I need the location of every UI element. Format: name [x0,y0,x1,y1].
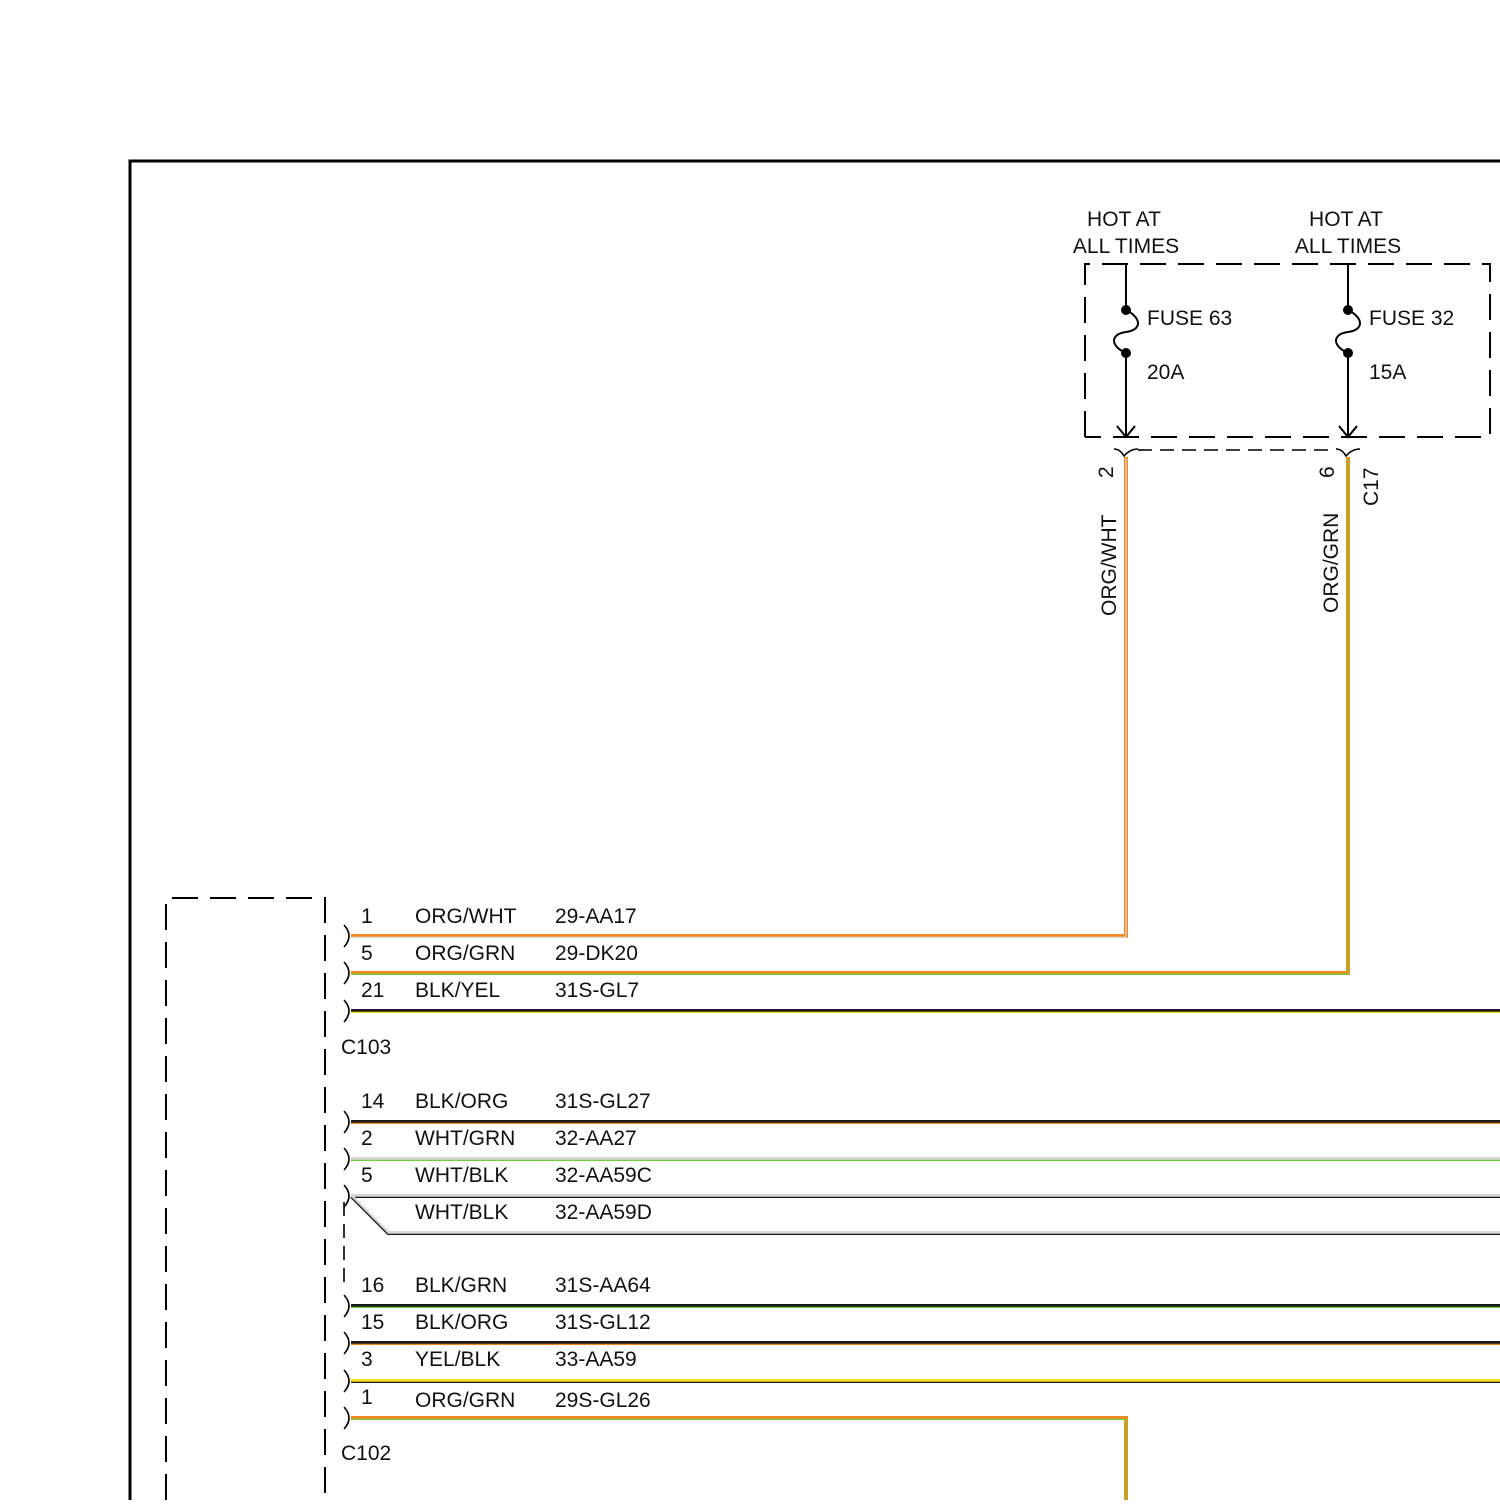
c103-pin-5-symbol [344,962,349,984]
pin-symbol-group [344,925,349,1429]
wire-29s-gl26 [351,1418,1126,1500]
fuse-63-element-icon [1114,310,1138,353]
c17-pin-2-symbol [1114,449,1138,456]
wire-circuit: 32-AA27 [555,1127,637,1150]
component-box-outline [166,898,325,1500]
c17-pin-6-label: 6 [1316,466,1339,478]
wire-color: BLK/GRN [415,1274,507,1297]
fuse-63-wire-color-label: ORG/WHT [1098,514,1121,616]
wire-pin: 15 [361,1311,384,1334]
wire-tracer-stripe [351,1419,1126,1500]
wire-circuit: 33-AA59 [555,1348,637,1371]
c102-pin-2-symbol [344,1148,349,1170]
wire-pin: 5 [361,1164,373,1187]
wire-circuit: 31S-GL7 [555,979,639,1002]
fuse-32-name: FUSE 32 [1369,307,1454,330]
fuse-32-element-icon [1336,310,1360,353]
fuse-63-hot-line1: HOT AT [1087,208,1161,231]
wire-tracer-stripe [351,1197,1500,1234]
c17-label: C17 [1360,467,1383,506]
c102-pin-16-symbol [344,1295,349,1317]
fuse-32-hot-line2: ALL TIMES [1295,235,1401,258]
diagram-frame [130,161,1500,1500]
c103-pin-1-symbol [344,925,349,947]
fuse-63: HOT AT ALL TIMES FUSE 63 20A [1073,208,1232,437]
wire-29-aa17 [351,457,1126,936]
wire-29-dk20 [351,457,1348,973]
c103-wire-labels: 1 ORG/WHT 29-AA17 5 ORG/GRN 29-DK20 21 B… [341,905,639,1059]
c102-pin-14-symbol [344,1111,349,1133]
wire-color: YEL/BLK [415,1348,500,1371]
c17-pin-2-label: 2 [1095,466,1118,478]
wire-circuit: 29S-GL26 [555,1389,651,1412]
wire-circuit: 31S-GL12 [555,1311,651,1334]
wire-pin: 1 [361,1386,373,1409]
fuse-32-rating: 15A [1369,361,1406,384]
connector-c17: 2 6 C17 [1095,449,1383,506]
wire-circuit: 29-DK20 [555,942,638,965]
fuse-63-hot-line2: ALL TIMES [1073,235,1179,258]
c102-pin-1-symbol [344,1407,349,1429]
wire-color: ORG/GRN [415,942,515,965]
fuse-32-wire-color-label: ORG/GRN [1320,513,1343,613]
c102-wire-labels: 14 BLK/ORG 31S-GL27 2 WHT/GRN 32-AA27 5 … [341,1090,652,1465]
wire-pin: 14 [361,1090,385,1113]
wire-circuit: 31S-AA64 [555,1274,651,1297]
wire-color: ORG/GRN [415,1389,515,1412]
wire-color: BLK/ORG [415,1311,508,1334]
wire-circuit: 31S-GL27 [555,1090,651,1113]
wire-pin: 21 [361,979,384,1002]
wire-color: WHT/BLK [415,1164,508,1187]
wire-pin: 2 [361,1127,373,1150]
wire-pin: 1 [361,905,373,928]
fuse-32-hot-line1: HOT AT [1309,208,1383,231]
wire-color: WHT/BLK [415,1201,508,1224]
wire-circuit: 32-AA59D [555,1201,652,1224]
wire-circuit: 29-AA17 [555,905,637,928]
connector-c103-label: C103 [341,1036,391,1059]
fuse-box-outline [1085,264,1490,437]
connector-c102-label: C102 [341,1442,391,1465]
fuse-32: HOT AT ALL TIMES FUSE 32 15A [1295,208,1454,437]
wire-pin: 3 [361,1348,373,1371]
wire-tracer-stripe [351,458,1348,974]
wire-color: BLK/YEL [415,979,500,1002]
wire-color: WHT/GRN [415,1127,515,1150]
wire-pin: 16 [361,1274,384,1297]
wire-color: BLK/ORG [415,1090,508,1113]
fuse-63-rating: 20A [1147,361,1184,384]
wire-circuit: 32-AA59C [555,1164,652,1187]
c102-pin-3-symbol [344,1370,349,1392]
c17-pin-6-symbol [1336,449,1360,456]
wire-32-aa59d [351,1196,1500,1233]
wire-tracer-stripe [351,458,1126,937]
fuse-63-name: FUSE 63 [1147,307,1232,330]
wire-color: ORG/WHT [415,905,517,928]
c103-pin-21-symbol [344,1000,349,1022]
c102-pin-15-symbol [344,1332,349,1354]
wire-pin: 5 [361,942,373,965]
